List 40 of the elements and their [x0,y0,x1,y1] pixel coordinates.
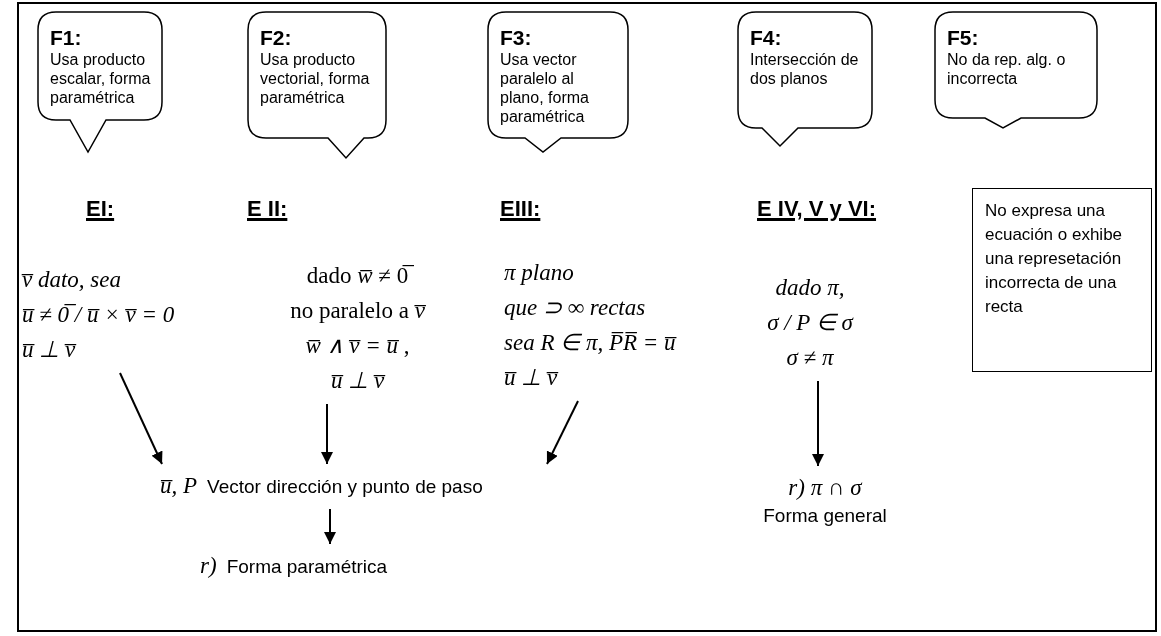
bubble-heading: F2: [260,26,293,50]
arrow [119,372,163,465]
formula-text: u̅ ≠ 0̅ / u̅ × v̅ = 0 [22,301,176,329]
arrow [324,508,336,545]
formula-text: u̅, P [160,473,198,498]
formula-text: dado π, [774,274,846,302]
formula-text: σ / P ∈ σ [766,309,855,337]
formula-text: w̅ ∧ v̅ = u̅ , [304,332,411,360]
bubble-heading: F5: [947,26,980,50]
formula-text: u̅ ⊥ v̅ [329,367,387,395]
section-heading: E II: [247,196,288,222]
bubble-heading: F1: [50,26,83,50]
formula-text: v̅ dato, sea [22,266,122,294]
result-text: Vector dirección y punto de paso [207,476,483,497]
section-heading: EIII: [500,196,541,222]
note-box: No expresa una ecuación o exhibe una represetación incorrecta de una recta [972,188,1152,372]
section-heading: E IV, V y VI: [757,196,877,222]
formula-text: que ⊃ ∞ rectas [504,294,647,322]
formula-text: r) [200,553,217,578]
formula-text: σ ≠ π [785,344,835,372]
formula-text: π plano [504,259,575,287]
formula-text: dado w̅ ≠ 0̅ [250,258,465,293]
section-heading: EI: [86,196,115,222]
result-text: Forma paramétrica [226,556,388,577]
arrow [321,403,333,465]
bubble-heading: F4: [750,26,783,50]
result-text: Forma general [762,505,888,527]
bubble-text: No da rep. alg. o incorrecta [947,50,1067,88]
formula-text: r) π ∩ σ [787,474,863,502]
bubble-text: Usa producto escalar, forma paramétrica [50,50,152,107]
arrow [546,400,579,465]
arrow [812,380,824,467]
bubble-text: Intersección de dos planos [750,50,860,88]
formula-text: no paralelo a v̅ [289,297,427,325]
bubble-text: Usa producto vectorial, forma paramétrica [260,50,371,107]
formula-text: u̅ ⊥ v̅ [504,364,560,392]
formula-text: u̅ ⊥ v̅ [22,336,78,364]
formula-text: sea R ∈ π, P̅R̅ = u̅ [504,329,678,357]
bubble-text: Usa vector paralelo al plano, forma paramétrica [500,50,590,126]
bubble-heading: F3: [500,26,533,50]
